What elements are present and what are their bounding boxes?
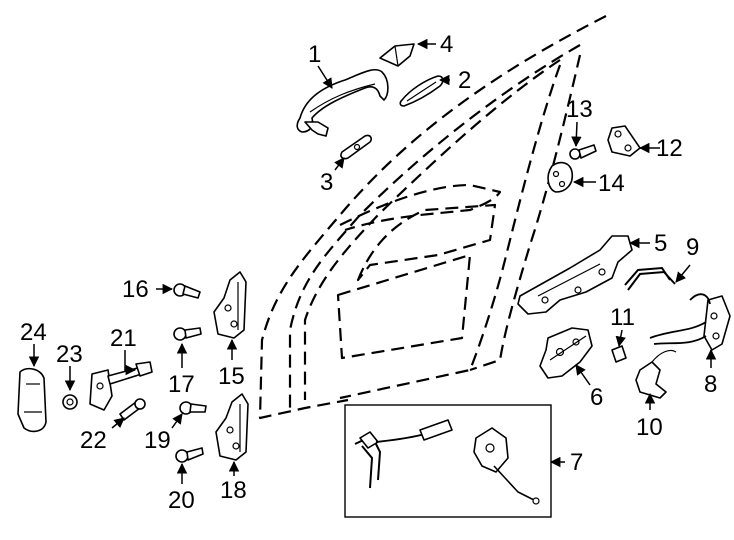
- callout-3: 3: [320, 169, 333, 196]
- callout-10: 10: [636, 414, 663, 441]
- door-striker: [607, 125, 641, 157]
- callout-16: 16: [122, 276, 149, 303]
- lock-rod: [624, 266, 676, 291]
- callout-8: 8: [704, 371, 717, 398]
- callout-19: 19: [144, 427, 171, 454]
- callout-22: 22: [80, 427, 107, 454]
- actuator-inset: [344, 404, 552, 518]
- callout-23: 23: [56, 341, 83, 368]
- check-cover: [17, 367, 47, 433]
- callout-15: 15: [218, 363, 245, 390]
- striker-plate: [547, 161, 574, 193]
- handle-gasket: [340, 134, 372, 160]
- rod-clip: [611, 345, 627, 363]
- callout-1: 1: [308, 41, 321, 68]
- check-nut: [62, 394, 78, 410]
- handle-cover: [399, 75, 444, 107]
- callout-18: 18: [220, 477, 247, 504]
- callout-4: 4: [440, 31, 453, 58]
- callout-21: 21: [110, 325, 137, 352]
- hinge-bolt-20: [175, 447, 204, 463]
- upper-hinge: [213, 271, 247, 339]
- handle-carrier: [517, 235, 633, 315]
- latch-bracket: [635, 349, 677, 399]
- outside-handle: [296, 68, 389, 137]
- callout-24: 24: [20, 319, 47, 346]
- callout-12: 12: [656, 135, 683, 162]
- hinge-bolt-17: [173, 327, 202, 341]
- callout-14: 14: [598, 170, 625, 197]
- handle-bracket: [539, 327, 593, 379]
- hinge-bolt-19: [179, 401, 207, 415]
- callout-13: 13: [566, 96, 593, 123]
- striker-bolt: [569, 144, 597, 160]
- callout-6: 6: [590, 384, 603, 411]
- callout-2: 2: [458, 67, 471, 94]
- callout-labels: 1 2 3 4 5 6 7 8 9 10 11 12 13 14 15 16 1…: [20, 31, 717, 514]
- leader-lines: [28, 38, 717, 484]
- door-outline: [258, 15, 607, 420]
- door-latch: [649, 293, 731, 351]
- handle-cap: [379, 43, 415, 67]
- callout-11: 11: [610, 304, 635, 331]
- callout-20: 20: [168, 487, 195, 514]
- callout-7: 7: [570, 449, 583, 476]
- lower-hinge: [215, 393, 249, 461]
- check-bolt: [119, 398, 146, 421]
- hinge-bolt-16: [173, 283, 201, 299]
- callout-5: 5: [654, 230, 667, 257]
- callout-17: 17: [168, 371, 195, 398]
- callout-9: 9: [686, 234, 699, 261]
